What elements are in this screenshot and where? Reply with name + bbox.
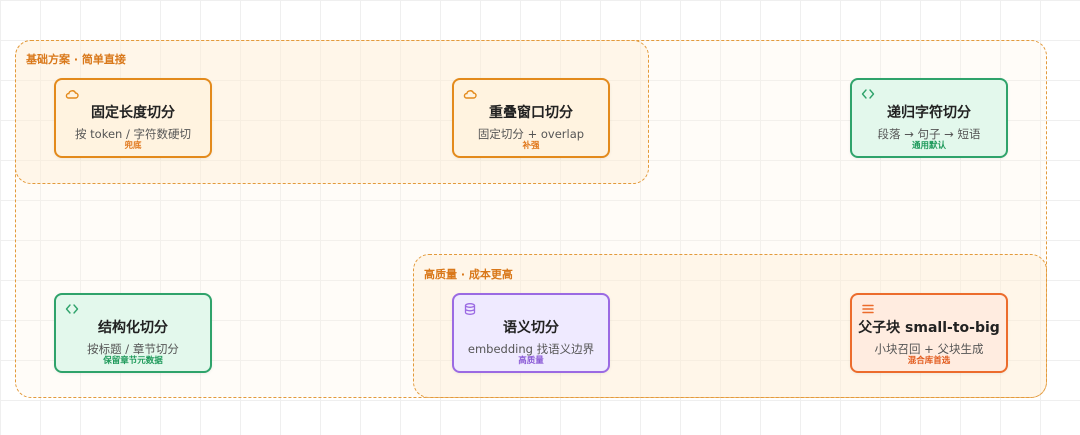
card-tag: 高质量 [518,356,544,366]
bottom-group-title: 高质量 · 成本更高 [424,268,513,281]
card-tag: 补强 [522,141,540,151]
card-title: 递归字符切分 [887,105,971,121]
card-subtitle: 按 token / 字符数硬切 [75,127,191,141]
card-subtitle: 小块召回 + 父块生成 [874,342,984,356]
top-group-title: 基础方案 · 简单直接 [26,53,126,66]
cloud-icon [65,90,79,99]
card-subtitle: 按标题 / 章节切分 [87,342,179,356]
card-title: 语义切分 [503,320,559,336]
code-icon [65,304,79,314]
card-title: 重叠窗口切分 [489,105,573,121]
code-icon [861,89,875,99]
card-parent-child[interactable]: 父子块 small-to-big 小块召回 + 父块生成 混合库首选 [850,293,1008,373]
card-subtitle: 固定切分 + overlap [477,127,585,141]
card-subtitle: 段落 → 句子 → 短语 [877,127,981,141]
card-subtitle: embedding 找语义边界 [467,342,595,356]
card-title: 结构化切分 [98,320,168,336]
card-fixed-length[interactable]: 固定长度切分 按 token / 字符数硬切 兜底 [54,78,212,158]
card-title: 父子块 small-to-big [858,320,1000,336]
card-title: 固定长度切分 [91,105,175,121]
menu-icon [862,304,874,314]
card-overlap-window[interactable]: 重叠窗口切分 固定切分 + overlap 补强 [452,78,610,158]
card-tag: 兜底 [124,141,142,151]
card-recursive-char[interactable]: 递归字符切分 段落 → 句子 → 短语 通用默认 [850,78,1008,158]
card-tag: 保留章节元数据 [103,356,163,366]
card-semantic[interactable]: 语义切分 embedding 找语义边界 高质量 [452,293,610,373]
card-tag: 混合库首选 [907,356,951,366]
database-icon [464,303,476,315]
cloud-icon [463,90,477,99]
card-structural[interactable]: 结构化切分 按标题 / 章节切分 保留章节元数据 [54,293,212,373]
card-tag: 通用默认 [911,141,946,151]
